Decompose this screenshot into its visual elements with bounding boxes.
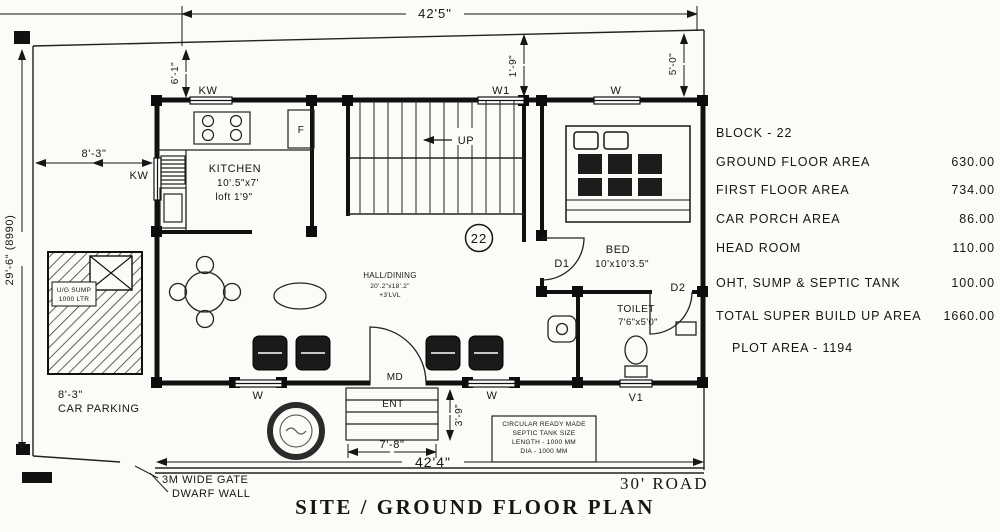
- dim-kitchen-setback: 6'-1": [170, 62, 181, 84]
- dim-stair-setback: 1'-9": [508, 55, 519, 77]
- exterior-walls: [154, 97, 706, 386]
- septic-note-line1: CIRCULAR READY MADE: [502, 421, 586, 428]
- dim-porch-depth: 3'-9": [454, 404, 465, 426]
- plan-number: 22: [471, 231, 487, 246]
- doors: [369, 237, 693, 384]
- schedule-row-label: FIRST FLOOR AREA: [716, 183, 850, 197]
- fridge-icon: [287, 109, 315, 149]
- dim-porch-width: 7'-8": [380, 439, 405, 451]
- bed-name: BED: [606, 244, 630, 256]
- schedule-row-label: BLOCK - 22: [716, 126, 792, 140]
- schedule-row-value: 86.00: [959, 212, 995, 226]
- dim-bed-setback: 5'-0": [668, 53, 679, 75]
- toilet-size: 7'6"x5'0": [618, 317, 658, 328]
- kitchen-size: 10'.5"x7': [217, 178, 259, 189]
- dwarf-wall-label: DWARF WALL: [172, 488, 251, 500]
- schedule-row-label: HEAD ROOM: [716, 241, 801, 255]
- up-label-bg: [446, 128, 480, 145]
- washbasin-icon: [547, 315, 577, 343]
- up-label: UP: [458, 135, 474, 147]
- shelf-icon: [675, 321, 697, 336]
- windows: [153, 96, 653, 388]
- plan-number-circle: [464, 223, 494, 253]
- area-schedule: BLOCK - 22 GROUND FLOOR AREA 630.00 FIRS…: [716, 126, 995, 355]
- septic-note-box: [491, 415, 597, 463]
- dim-left-setback: 8'-3": [82, 148, 107, 160]
- septic-note-line2: SEPTIC TANK SIZE: [512, 430, 575, 437]
- schedule-row-value: 100.00: [951, 276, 995, 290]
- septic-note-line3: LENGTH - 1000 MM: [512, 439, 576, 446]
- schedule-row-label: PLOT AREA - 1194: [732, 341, 853, 355]
- schedule-row-label: CAR PORCH AREA: [716, 212, 840, 226]
- d2-label: D2: [670, 282, 685, 294]
- toilet-fixtures: [547, 315, 697, 378]
- hall-name: HALL/DINING: [363, 271, 417, 280]
- staircase: [348, 101, 524, 215]
- sump-label-1: U/G SUMP: [57, 287, 92, 294]
- dining-set-icon: [168, 255, 242, 329]
- w1-label: W1: [492, 85, 510, 97]
- schedule-row-label: OHT, SUMP & SEPTIC TANK: [716, 276, 901, 290]
- d1-label: D1: [554, 258, 569, 270]
- schedule-row-value: 1660.00: [944, 309, 995, 323]
- kw-top-label: KW: [199, 85, 218, 97]
- sump-label-2: 1000 LTR: [59, 296, 89, 303]
- md-label: MD: [387, 372, 404, 383]
- schedule-row-value: 734.00: [951, 183, 995, 197]
- sump-box: [51, 281, 97, 307]
- w-bottom-left-label: W: [253, 390, 264, 402]
- center-table-icon: [273, 282, 327, 310]
- sink-icon: [159, 187, 187, 229]
- counter-hatch: [160, 155, 186, 185]
- wc-icon: [624, 335, 648, 365]
- toilet-name: TOILET: [617, 304, 655, 315]
- kw-left-label: KW: [130, 170, 149, 182]
- round-seal-stamp: [267, 402, 325, 460]
- schedule-row-value: 630.00: [951, 155, 995, 169]
- ent-label: ENT: [382, 399, 404, 410]
- dim-left-height: 29'-6" (8990): [4, 215, 16, 286]
- gate-label: 3M WIDE GATE: [162, 474, 248, 486]
- fridge-label: F: [298, 125, 305, 136]
- parking-dim: 8'-3": [58, 389, 83, 401]
- dimension-lines: [0, 6, 704, 466]
- dim-bottom-width: 42'4": [415, 454, 451, 470]
- septic-note-line4: DIA - 1000 MM: [520, 448, 567, 455]
- car-parking-area: [47, 251, 143, 375]
- schedule-row-label: TOTAL SUPER BUILD UP AREA: [716, 309, 921, 323]
- schedule-row-value: 110.00: [952, 241, 995, 255]
- stove-icon: [193, 111, 251, 145]
- gate-leaders: [134, 465, 169, 493]
- w-top-label: W: [611, 85, 622, 97]
- entry-steps: [345, 387, 439, 441]
- hall-size: 20'.2"x18'.2": [370, 283, 410, 290]
- bed-icon: [565, 125, 691, 223]
- sofa-icons: [252, 335, 504, 371]
- w-bottom-right-label: W: [487, 390, 498, 402]
- road-label: 30' ROAD: [620, 474, 708, 493]
- parking-label: CAR PARKING: [58, 403, 140, 415]
- v1-label: V1: [629, 392, 644, 404]
- kitchen-loft: loft 1'9": [215, 192, 252, 203]
- hall-level: +3'LVL: [379, 292, 401, 299]
- kitchen-fixtures: [157, 109, 315, 232]
- bed-size: 10'x10'3.5": [595, 259, 649, 270]
- kitchen-name: KITCHEN: [209, 163, 261, 175]
- schedule-row-label: GROUND FLOOR AREA: [716, 155, 870, 169]
- page-title: SITE / GROUND FLOOR PLAN: [295, 495, 655, 519]
- dim-top-width: 42'5": [418, 6, 452, 21]
- bed-quilt: [578, 154, 662, 196]
